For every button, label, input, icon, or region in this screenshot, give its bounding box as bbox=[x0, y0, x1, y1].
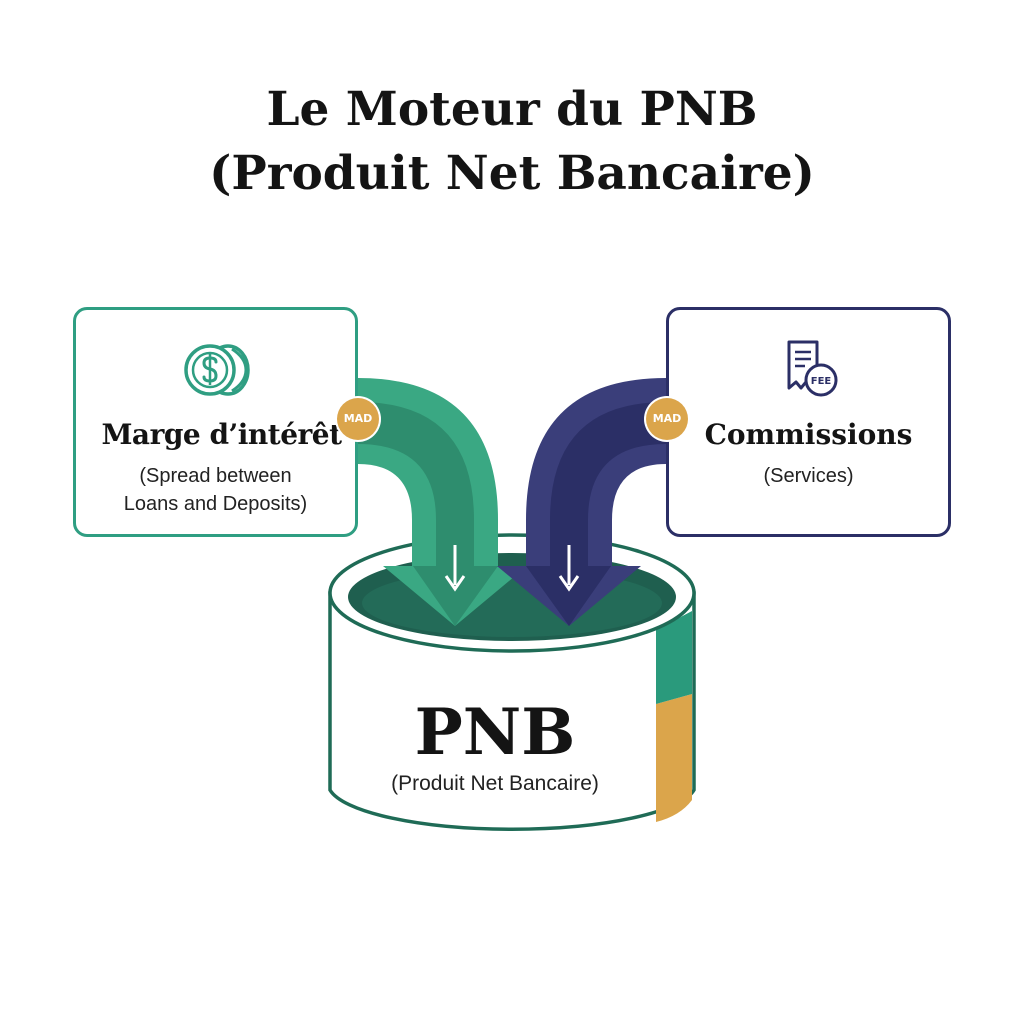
commissions-subtitle: (Services) bbox=[669, 462, 948, 490]
interest-margin-card: Marge d’intérêt (Spread between Loans an… bbox=[73, 307, 358, 537]
commissions-title: Commissions bbox=[704, 418, 913, 451]
mad-badge-right: MAD bbox=[646, 398, 688, 440]
page-title: Le Moteur du PNB (Produit Net Bancaire) bbox=[0, 78, 1024, 206]
title-line-2: (Produit Net Bancaire) bbox=[209, 146, 815, 201]
container-accent-green bbox=[656, 611, 692, 704]
commissions-subtitle-line: (Services) bbox=[763, 465, 854, 487]
dollar-coins-icon bbox=[183, 344, 250, 396]
pnb-subtitle: (Produit Net Bancaire) bbox=[391, 772, 599, 795]
commissions-card: FEE Commissions (Services) bbox=[666, 307, 951, 537]
interest-flow-arrow bbox=[358, 378, 527, 626]
interest-margin-subtitle-line-2: Loans and Deposits) bbox=[123, 493, 308, 515]
fee-invoice-icon: FEE bbox=[787, 340, 837, 397]
fee-icon-text: FEE bbox=[810, 376, 831, 387]
interest-margin-subtitle: (Spread between Loans and Deposits) bbox=[76, 462, 355, 518]
interest-margin-title: Marge d’intérêt bbox=[101, 418, 342, 451]
mad-badge-left: MAD bbox=[337, 398, 379, 440]
title-line-1: Le Moteur du PNB bbox=[266, 82, 758, 137]
container-accent-gold bbox=[656, 694, 692, 822]
interest-margin-subtitle-line-1: (Spread between bbox=[139, 465, 292, 487]
commissions-flow-arrow bbox=[497, 378, 666, 626]
pnb-title: PNB bbox=[414, 695, 576, 770]
